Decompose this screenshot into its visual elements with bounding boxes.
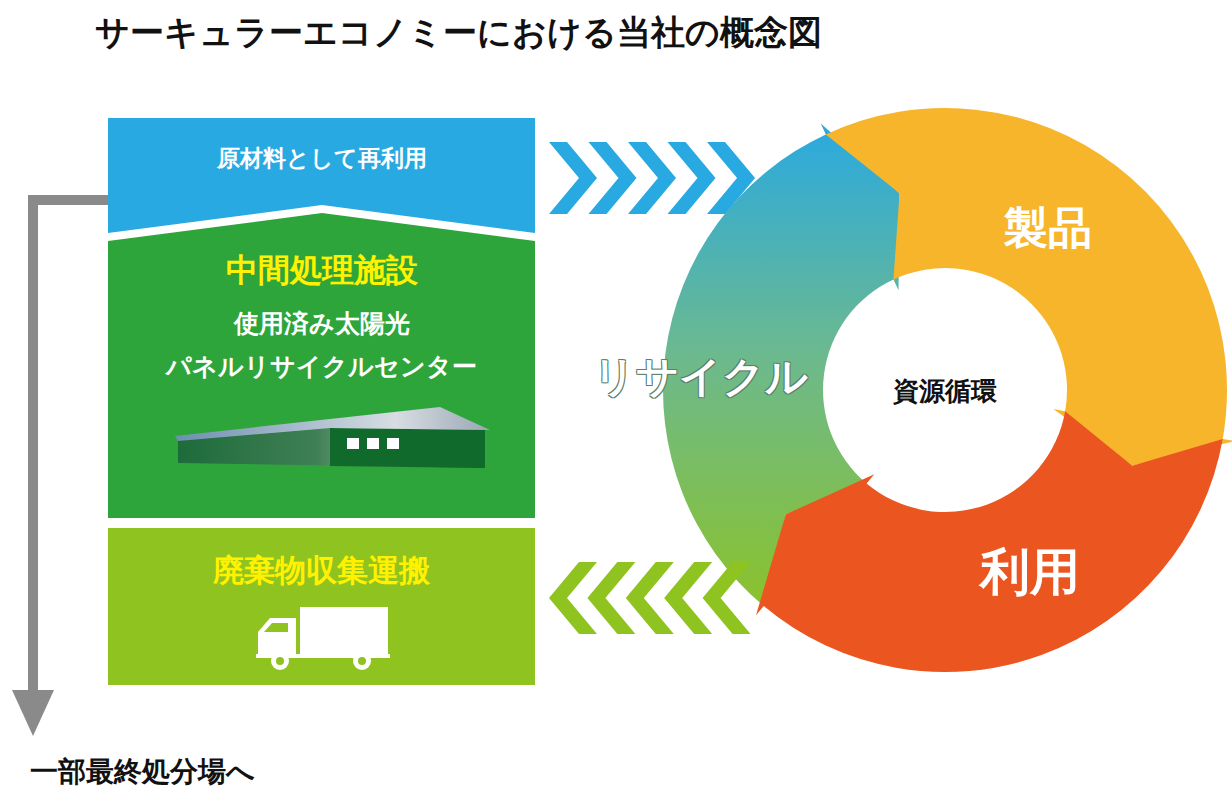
reuse-band: 原材料として再利用 [108, 118, 535, 235]
building-front [330, 428, 485, 468]
truck-cab [258, 618, 296, 654]
chevron [707, 142, 755, 214]
node-body: 使用済み太陽光 パネルリサイクルセンター [122, 302, 521, 390]
disposal-line [33, 200, 108, 695]
building-illustration [175, 407, 490, 468]
transport-box: 廃棄物収集運搬 [108, 528, 535, 685]
use-segment [756, 411, 1223, 672]
chevron [668, 142, 716, 214]
node-heading: 廃棄物収集運搬 [122, 550, 521, 590]
node-heading: 製品 [1004, 202, 1092, 255]
diagram-title: サーキュラーエコノミーにおける当社の概念図 [95, 10, 822, 56]
truck-cargo [300, 607, 388, 654]
chevron [664, 562, 712, 634]
node-heading: 中間処理施設 [122, 250, 521, 292]
chevron [549, 142, 597, 214]
truck-wheel [271, 652, 289, 670]
transport-box-shape [108, 528, 535, 685]
facility-box-shape [108, 213, 535, 518]
disposal-arrow [12, 200, 108, 736]
node-heading: リサイクル [593, 352, 808, 402]
chevron [626, 562, 674, 634]
chevron [587, 562, 635, 634]
truck-wheel [353, 652, 371, 670]
note-label: 一部最終処分場へ [30, 753, 255, 791]
chevron-connector [549, 142, 755, 214]
truck-icon [256, 607, 390, 670]
building-roof [175, 407, 490, 441]
chevron [628, 142, 676, 214]
node-heading: 資源循環 [893, 376, 997, 407]
facility-box: 中間処理施設使用済み太陽光 パネルリサイクルセンター [108, 212, 535, 518]
node-shapes [108, 118, 535, 685]
building-window [367, 438, 379, 449]
chevron [549, 562, 597, 634]
truck-hub [276, 657, 284, 665]
chevron [589, 142, 637, 214]
product-label: 製品 [1004, 202, 1092, 255]
disposal-head [12, 690, 54, 736]
building-window [387, 438, 399, 449]
building-window [347, 438, 359, 449]
truck-hub [358, 657, 366, 665]
truck-window [264, 623, 288, 632]
chevron [703, 562, 751, 634]
product-segment [826, 108, 1232, 466]
center-label: 資源循環 [893, 376, 997, 407]
chevron-connector [549, 562, 751, 634]
node-heading: 利用 [980, 542, 1080, 602]
recycle-label: リサイクル [593, 352, 808, 402]
use-label: 利用 [980, 542, 1080, 602]
node-heading: 原材料として再利用 [122, 144, 521, 174]
